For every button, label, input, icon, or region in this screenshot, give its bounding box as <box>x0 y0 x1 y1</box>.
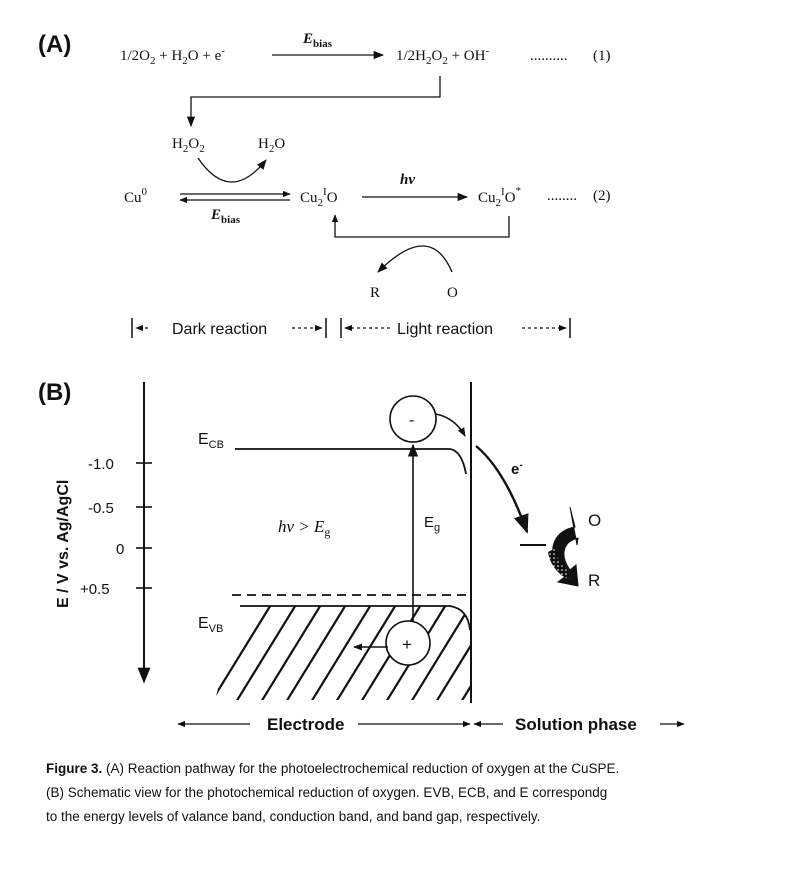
solution-phase-label: Solution phase <box>515 715 637 734</box>
eq2-return-loop <box>331 214 510 238</box>
eq1-to-eq2-connector <box>186 76 441 128</box>
y-ticks: -1.0 -0.5 0 +0.5 <box>80 456 152 598</box>
region-labels: Electrode Solution phase <box>177 715 685 734</box>
electron-sign: - <box>409 412 414 429</box>
electrode-label: Electrode <box>267 715 344 734</box>
o-to-r-arrow-dotted <box>548 548 570 580</box>
valence-band-hatching <box>215 606 470 700</box>
eq2-number: (2) <box>593 188 611 204</box>
hv-label: hv <box>400 172 415 188</box>
e-minus-label: e- <box>511 460 523 478</box>
reaction-ranges: Dark reaction Light reaction <box>131 318 571 338</box>
caption-line-1: Figure 3. (A) Reaction pathway for the p… <box>46 757 766 781</box>
hv-gt-eg-label: hv > Eg <box>278 517 330 539</box>
hole-circle <box>385 620 431 666</box>
hole-sign: + <box>402 635 412 654</box>
tick-label: 0 <box>116 541 124 558</box>
r-label-b: R <box>588 571 600 590</box>
electron-circle <box>389 395 437 443</box>
r-label-a: R <box>370 285 380 301</box>
equation-2: H2O2 H2O Cu0 Ebias Cu2IO hv Cu2IO* <box>124 136 611 301</box>
cu0-label: Cu0 <box>124 186 148 206</box>
tick-label: -0.5 <box>88 500 114 517</box>
eq1-number: (1) <box>593 48 611 64</box>
dark-reaction-label: Dark reaction <box>172 321 267 338</box>
h2o2-label: H2O2 <box>172 136 205 155</box>
eq2-dots: ........ <box>547 188 577 204</box>
panel-a: (A) 1/2O2 + H2O + e- Ebias 1/2H2O2 + OH-… <box>38 31 611 338</box>
evb-label: EVB <box>198 615 223 635</box>
cu2o-excited-label: Cu2IO* <box>478 185 521 209</box>
caption-line-1-text: (A) Reaction pathway for the photoelectr… <box>102 761 620 776</box>
eq1-products: 1/2H2O2 + OH- <box>396 45 489 67</box>
cu2o-label: Cu2IO <box>300 186 338 209</box>
light-reaction-label: Light reaction <box>397 321 493 338</box>
caption-line-3: to the energy levels of valance band, co… <box>46 809 541 824</box>
eg-label: Eg <box>424 514 440 534</box>
panel-a-label: (A) <box>38 31 71 58</box>
o-label-b: O <box>588 511 601 530</box>
o-to-r-curve <box>377 245 453 273</box>
o-label-a: O <box>447 285 458 301</box>
tick-label: +0.5 <box>80 581 110 598</box>
equation-1: 1/2O2 + H2O + e- Ebias 1/2H2O2 + OH- ...… <box>120 31 611 67</box>
eq2-bias-label: Ebias <box>210 207 241 226</box>
caption-line-2: (B) Schematic view for the photochemical… <box>46 785 608 800</box>
caption-figure-number: Figure 3. <box>46 761 103 776</box>
h2o-label: H2O <box>258 136 285 155</box>
electron-to-interface-arrow <box>435 413 466 437</box>
panel-b: (B) E / V vs. Ag/AgCl -1.0 -0.5 0 +0.5 E… <box>38 379 685 734</box>
figure-caption: Figure 3. (A) Reaction pathway for the p… <box>46 757 766 829</box>
ecb-label: ECB <box>198 431 224 451</box>
valence-band-edge <box>240 605 471 631</box>
tick-label: -1.0 <box>88 456 114 473</box>
eq1-dots: .......... <box>530 48 568 64</box>
eq1-bias-label: Ebias <box>302 31 333 50</box>
electron-transfer-arrow <box>475 445 529 534</box>
conduction-band-edge <box>235 448 467 475</box>
h2o2-to-h2o-curve <box>197 157 267 183</box>
eq1-reactants: 1/2O2 + H2O + e- <box>120 45 225 67</box>
panel-b-label: (B) <box>38 379 71 406</box>
y-axis-label: E / V vs. Ag/AgCl <box>55 480 72 608</box>
